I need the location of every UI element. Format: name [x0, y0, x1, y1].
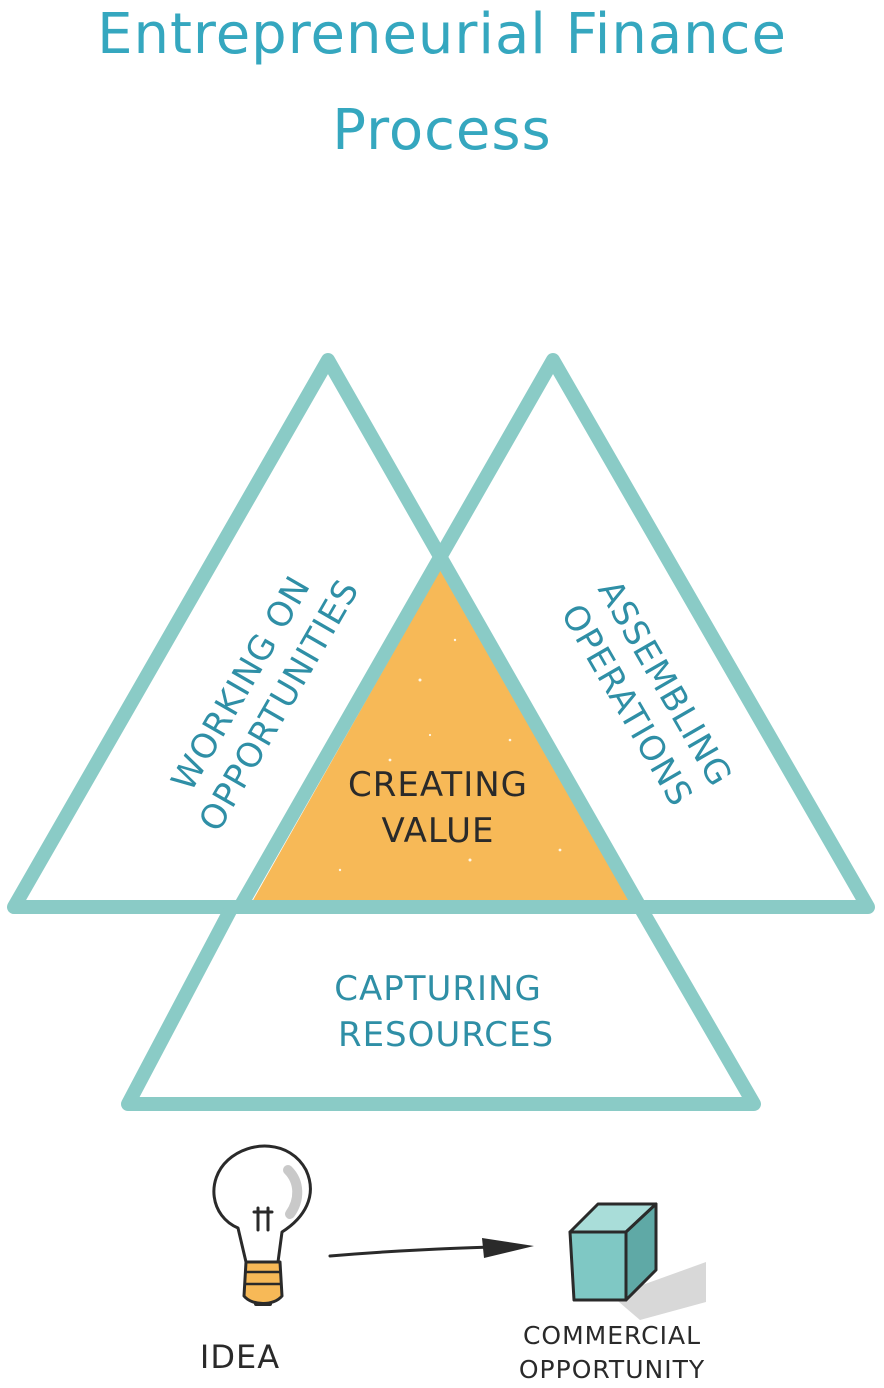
- commercial-opportunity-label-line-2: OPPORTUNITY: [519, 1355, 705, 1384]
- cube-icon: [568, 1202, 706, 1320]
- diagram-title-line-2: Process: [332, 98, 552, 163]
- center-texture: [338, 638, 562, 872]
- center-label-line-2: VALUE: [382, 811, 495, 851]
- bottom-triangle-label-line-1: CAPTURING: [334, 969, 542, 1009]
- center-label-line-1: CREATING: [348, 765, 528, 805]
- bottom-triangle-label-line-2: RESOURCES: [338, 1015, 554, 1055]
- commercial-opportunity-label-line-1: COMMERCIAL: [523, 1321, 701, 1350]
- lightbulb-icon: [212, 1144, 312, 1306]
- idea-label: IDEA: [200, 1338, 280, 1376]
- center-triangle: [252, 570, 630, 902]
- bottom-triangle: [121, 900, 761, 1111]
- diagram-title-line-1: Entrepreneurial Finance: [97, 2, 787, 67]
- arrow-icon: [328, 1238, 534, 1258]
